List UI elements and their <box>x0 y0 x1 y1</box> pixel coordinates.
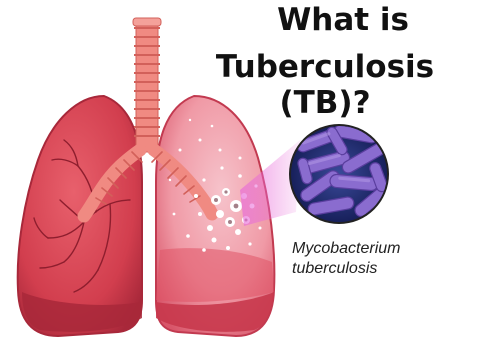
caption-line-1: Mycobacterium <box>292 239 400 259</box>
bacteria-caption: Mycobacterium tuberculosis <box>292 239 400 280</box>
title-line-2: Tuberculosis (TB)? <box>175 49 475 122</box>
magnifier-circle <box>289 124 389 224</box>
page-title: What is Tuberculosis (TB)? <box>175 2 475 122</box>
caption-line-2: tuberculosis <box>292 259 400 279</box>
title-line-1: What is <box>211 2 475 39</box>
trachea <box>133 18 161 152</box>
